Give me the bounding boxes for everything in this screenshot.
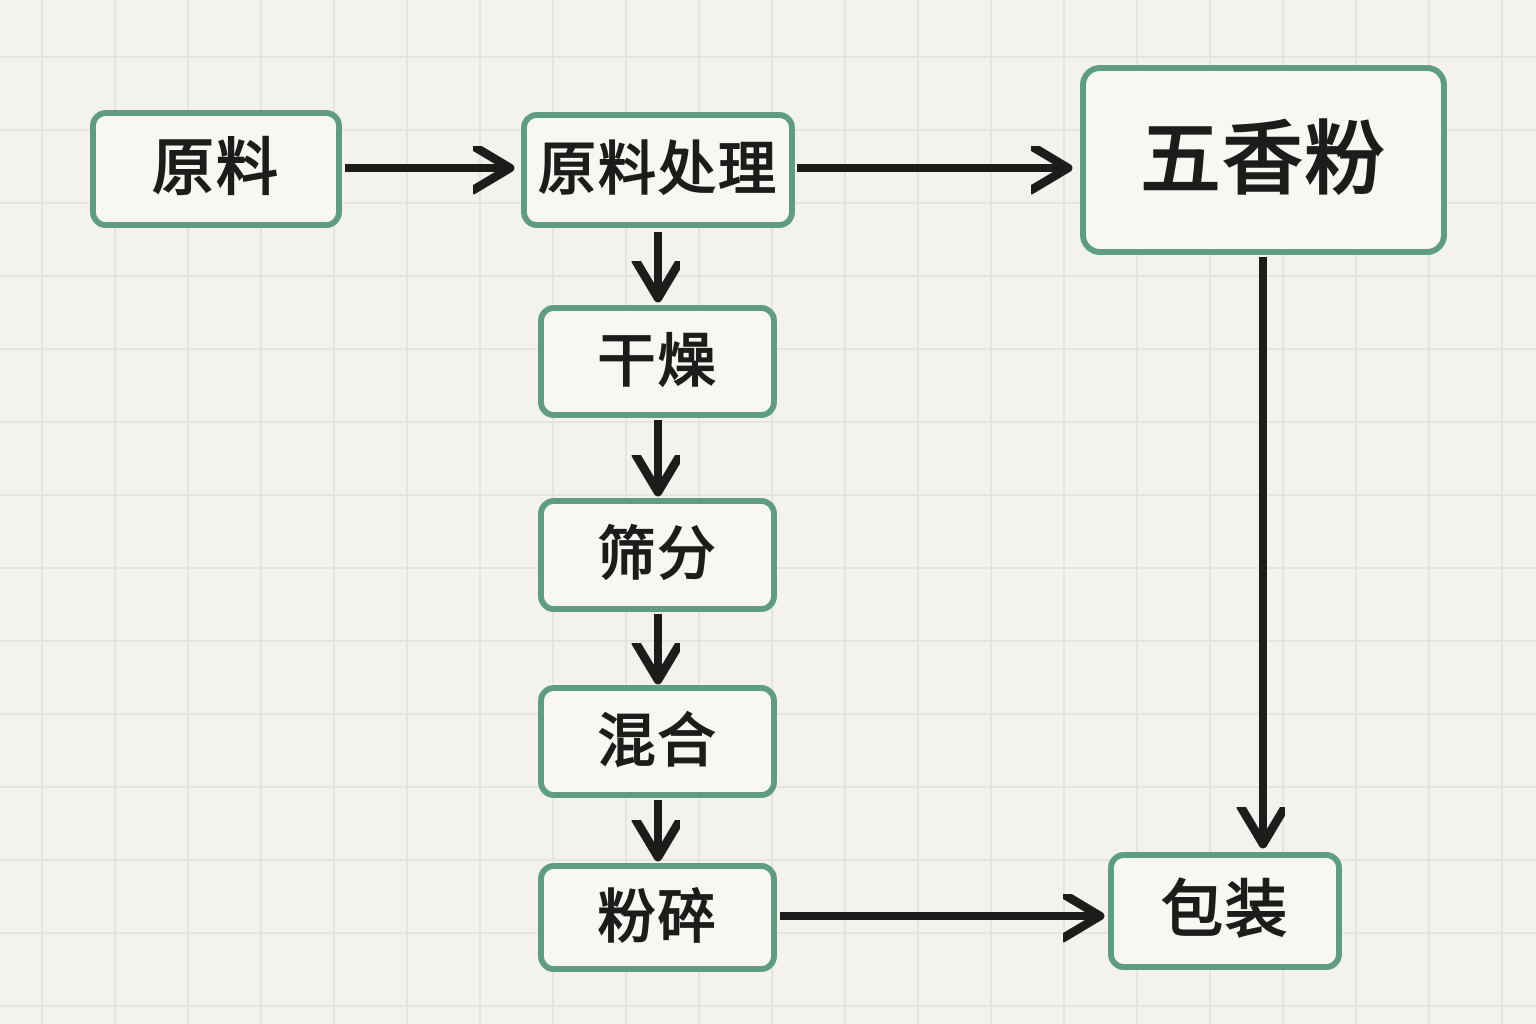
node-mixing: 混合: [538, 685, 777, 798]
node-sieving-label: 筛分: [597, 522, 718, 587]
node-mixing-label: 混合: [597, 708, 718, 774]
node-five-spice-powder-label: 五香粉: [1140, 115, 1387, 204]
node-raw-material: 原料: [90, 110, 342, 228]
node-drying-label: 干燥: [597, 328, 718, 394]
node-packaging: 包装: [1108, 852, 1342, 970]
node-raw-material-processing: 原料处理: [521, 112, 795, 228]
node-crushing-label: 粉碎: [597, 884, 718, 950]
node-raw-material-processing-label: 原料处理: [537, 137, 778, 202]
node-packaging-label: 包装: [1160, 876, 1289, 945]
node-five-spice-powder: 五香粉: [1080, 65, 1447, 255]
node-drying: 干燥: [538, 305, 777, 418]
node-raw-material-label: 原料: [151, 134, 280, 203]
node-sieving: 筛分: [538, 498, 777, 612]
node-crushing: 粉碎: [538, 863, 777, 972]
